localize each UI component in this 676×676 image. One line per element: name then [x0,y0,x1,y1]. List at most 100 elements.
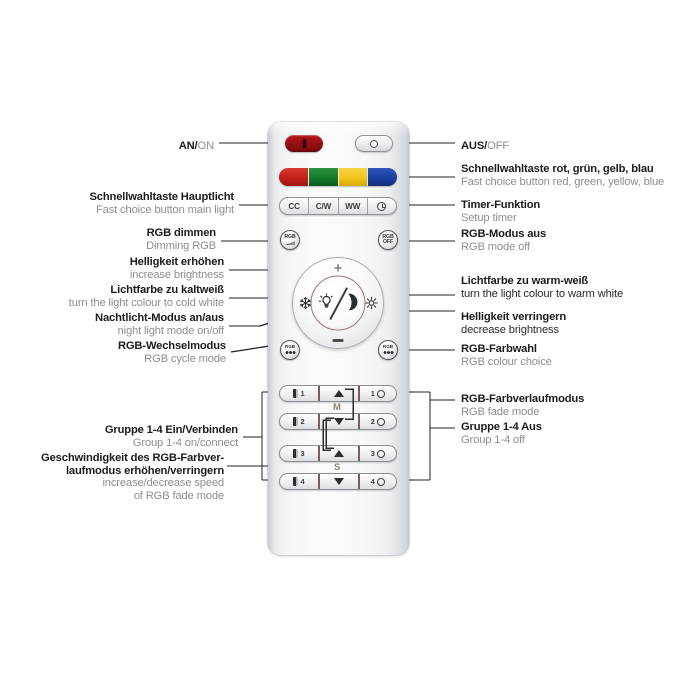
arrow-down-icon [334,418,344,425]
callout-rgb-fade-de: RGB-Farbverlaufmodus [461,393,585,405]
callout-rgb-mode-off-en: RGB mode off [461,240,530,253]
callout-aus-off: AUS/OFF [461,136,509,154]
callout-rgb-cycle-en: RGB cycle mode [144,352,226,365]
callout-aus-off-de: AUS/ [461,140,488,152]
power-off-button[interactable] [355,135,393,152]
rgb-colour-label: RGB [382,343,394,349]
callout-rgb-mode-off-de: RGB-Modus aus [461,228,547,240]
callout-brightness-up: Helligkeit erhöhen increase brightness [130,256,224,281]
callout-group-on-de: Gruppe 1-4 Ein/Verbinden [104,424,238,436]
snowflake-icon [300,297,311,309]
rgb-off-button[interactable]: RGB OFF [378,230,398,250]
power-on-icon [302,139,306,148]
callout-an-on: AN/ON [179,136,214,154]
rgb-dim-button[interactable]: RGB [280,230,300,250]
callout-brightness-up-en: increase brightness [129,268,224,281]
callout-warm-white-de: Lichtfarbe zu warm-weiß [461,275,589,287]
timer-icon [377,201,387,211]
group-2-off-button[interactable]: 2 [358,414,396,429]
group-1-off-button[interactable]: 1 [358,386,396,401]
callout-rgb-fade-en: RGB fade mode [461,405,540,418]
group-3-label: 3 [300,449,305,458]
arrow-down-icon [334,478,344,485]
colour-segment-blue[interactable] [367,168,397,186]
colour-segment-green[interactable] [307,168,338,186]
fast-colour-bar[interactable] [279,168,397,186]
rgb-dim-label: RGB [284,233,296,240]
arrow-up-icon [334,450,344,457]
callout-rgb-mode-off: RGB-Modus aus RGB mode off [461,228,546,253]
cc-button[interactable]: CC [288,201,300,211]
keypad-row-1[interactable]: 1 1 [279,385,397,402]
lamp-off-icon [377,477,386,486]
keypad-row-4[interactable]: 4 4 [279,473,397,490]
callout-main-light-de: Schnellwahltaste Hauptlicht [89,191,234,203]
callout-rgb-colour-de: RGB-Farbwahl [461,343,537,355]
callout-fade-speed-en-1: increase/decrease speed [102,477,224,490]
callout-aus-off-en: OFF [487,140,510,152]
callout-group-off: Gruppe 1-4 Aus Group 1-4 off [461,421,542,446]
group-3-off-label: 3 [370,449,375,458]
power-on-button[interactable] [285,135,323,152]
rgb-off-label-top: RGB [382,233,394,240]
callout-rgb-cycle: RGB-Wechselmodus RGB cycle mode [118,340,226,365]
speed-down-m-button[interactable] [318,414,358,429]
speed-up-s-button[interactable] [318,446,358,461]
dim-wedge-icon [285,241,295,246]
cold-white-button[interactable] [299,297,312,310]
group-1-on-button[interactable]: 1 [280,386,318,401]
callout-timer-de: Timer-Funktion [461,199,541,211]
group-1-label: 1 [300,389,305,398]
brightness-up-button[interactable]: + [333,260,343,277]
callout-fade-speed-de-2: laufmodus erhöhen/verringern [65,464,224,477]
callout-timer-en: Setup timer [461,211,517,224]
callout-rgb-dim-de: RGB dimmen [146,227,217,239]
callout-brightness-dn-de: Helligkeit verringern [461,311,567,323]
callout-warm-white-en: turn the light colour to warm white [461,287,624,300]
moon-icon [340,293,358,311]
group-3-off-button[interactable]: 3 [358,446,396,461]
colour-dots-icon [382,350,394,356]
rgb-colour-button[interactable]: RGB [378,340,398,360]
callout-brightness-dn: Helligkeit verringern decrease brightnes… [461,311,566,336]
timer-button[interactable] [366,198,396,214]
night-mode-button[interactable] [310,275,366,331]
callout-group-on: Gruppe 1-4 Ein/Verbinden Group 1-4 on/co… [105,424,238,449]
callout-fade-speed-de-1: Geschwindigkeit des RGB-Farbver- [41,452,224,464]
keypad-row-3[interactable]: 3 3 [279,445,397,462]
lamp-on-icon [293,449,298,458]
callout-rgb-fade: RGB-Farbverlaufmodus RGB fade mode [461,393,584,418]
brightness-down-button[interactable] [332,339,344,342]
control-dial[interactable]: + [292,257,384,349]
callout-rgb-dim: RGB dimmen Dimming RGB [146,227,216,252]
group-2-on-button[interactable]: 2 [280,414,318,429]
s-mode-label: S [334,462,341,473]
remote-control-body: CC C/W WW RGB RGB OFF + [268,122,409,555]
colour-segment-red[interactable] [279,168,308,186]
rgb-cycle-button[interactable]: RGB [280,340,300,360]
group-4-on-button[interactable]: 4 [280,474,318,489]
callout-night-mode-en: night light mode on/off [117,324,225,337]
lamp-on-icon [293,417,298,426]
callout-group-on-en: Group 1-4 on/connect [132,436,238,449]
group-3-on-button[interactable]: 3 [280,446,318,461]
cw-button[interactable]: C/W [308,198,337,214]
lamp-on-icon [293,389,298,398]
callout-rgb-cycle-de: RGB-Wechselmodus [117,340,226,352]
lamp-off-icon [377,417,386,426]
keypad-row-2[interactable]: 2 2 [279,413,397,430]
power-off-icon [370,139,378,148]
white-function-bar[interactable]: CC C/W WW [279,197,397,215]
ww-button[interactable]: WW [337,198,367,214]
group-4-off-button[interactable]: 4 [358,474,396,489]
callout-warm-white: Lichtfarbe zu warm-weiß turn the light c… [461,275,623,300]
speed-up-m-button[interactable] [318,386,358,401]
callout-cold-white-en: turn the light colour to cold white [68,296,224,309]
callout-cold-white: Lichtfarbe zu kaltweiß turn the light co… [69,284,224,309]
callout-night-mode: Nachtlicht-Modus an/aus night light mode… [95,312,224,337]
warm-white-button[interactable] [365,296,378,310]
colour-segment-yellow[interactable] [337,168,368,186]
speed-down-s-button[interactable] [318,474,358,489]
callout-night-mode-de: Nachtlicht-Modus an/aus [95,312,224,324]
